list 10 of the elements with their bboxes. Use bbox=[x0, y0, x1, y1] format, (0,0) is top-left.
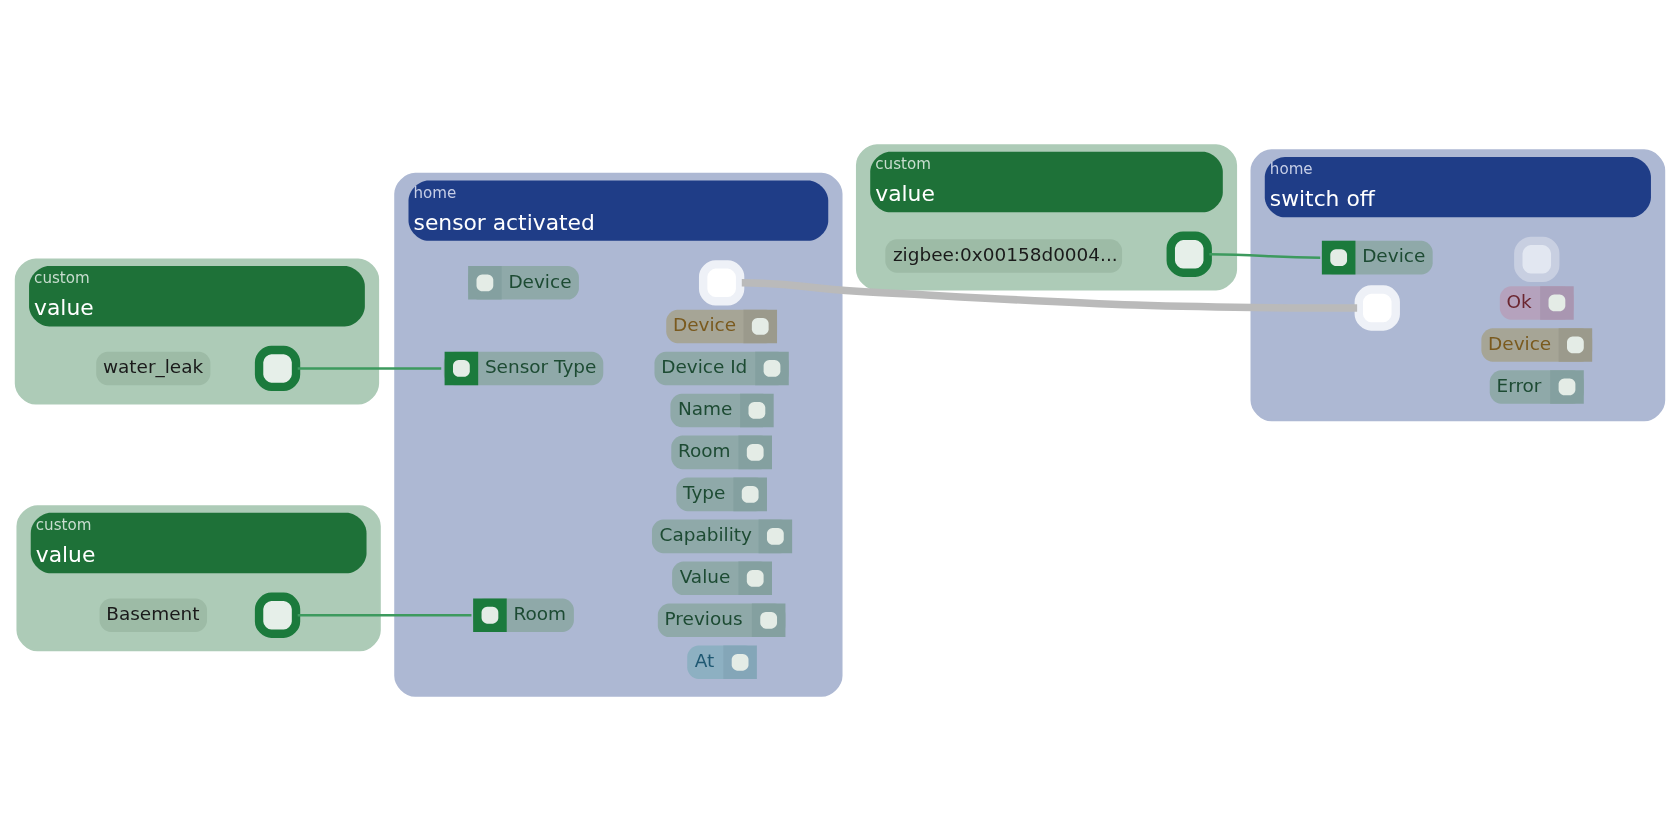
node-box bbox=[254, 592, 301, 638]
connector bbox=[741, 278, 1358, 312]
node-box bbox=[1514, 236, 1560, 282]
node-box bbox=[698, 259, 745, 305]
connector bbox=[297, 366, 442, 370]
node-box bbox=[1354, 284, 1400, 331]
node-box bbox=[1166, 231, 1212, 277]
connector bbox=[1209, 252, 1321, 259]
node-box bbox=[254, 345, 301, 391]
connector bbox=[297, 613, 472, 616]
